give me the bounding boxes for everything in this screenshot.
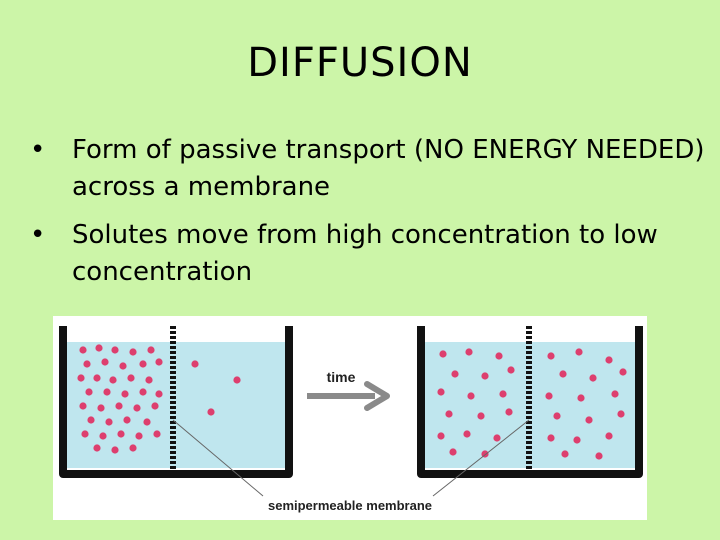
solute-particle (77, 374, 84, 381)
solute-particle (95, 344, 102, 351)
solute-particle (93, 374, 100, 381)
solute-particle (127, 374, 134, 381)
solute-particle (575, 348, 582, 355)
solute-particle (619, 368, 626, 375)
solute-particle (437, 432, 444, 439)
solute-particle (101, 358, 108, 365)
diffusion-diagram: time semipermeable membrane (53, 316, 647, 520)
bullet-item: • Form of passive transport (NO ENERGY N… (30, 132, 710, 206)
solute-particle (129, 348, 136, 355)
solute-particle (155, 358, 162, 365)
solute-particle (79, 402, 86, 409)
solute-particle (505, 408, 512, 415)
solute-particle (151, 402, 158, 409)
bullet-marker: • (30, 217, 45, 254)
solute-particle (133, 404, 140, 411)
solute-particle (439, 350, 446, 357)
solute-particle (81, 430, 88, 437)
solute-particle (561, 450, 568, 457)
bullet-item: • Solutes move from high concentration t… (30, 217, 710, 291)
solute-particle (143, 418, 150, 425)
solute-particle (481, 372, 488, 379)
solute-particle (139, 388, 146, 395)
solute-particle (129, 444, 136, 451)
time-arrow: time (307, 369, 387, 408)
diffusion-diagram-svg: time semipermeable membrane (53, 316, 647, 520)
solute-particle (117, 430, 124, 437)
solute-particle (191, 360, 198, 367)
solute-particle (553, 412, 560, 419)
solute-particle (115, 402, 122, 409)
solute-particle (109, 376, 116, 383)
solute-particle (559, 370, 566, 377)
solute-particle (145, 376, 152, 383)
water-after (425, 342, 637, 468)
solute-particle (233, 376, 240, 383)
solute-particle (153, 430, 160, 437)
solute-particle (87, 416, 94, 423)
solute-particle (135, 432, 142, 439)
solute-particle (611, 390, 618, 397)
solute-particle (507, 366, 514, 373)
solute-particle (111, 446, 118, 453)
solute-particle (585, 416, 592, 423)
solute-particle (545, 392, 552, 399)
bullet-text: Solutes move from high concentration to … (72, 220, 658, 287)
solute-particle (499, 390, 506, 397)
solute-particle (463, 430, 470, 437)
solute-particle (123, 416, 130, 423)
beaker-after (421, 326, 639, 474)
solute-particle (83, 360, 90, 367)
solute-particle (105, 418, 112, 425)
solute-particle (111, 346, 118, 353)
solute-particle (547, 434, 554, 441)
solute-particle (605, 356, 612, 363)
solute-particle (93, 444, 100, 451)
membrane-label: semipermeable membrane (268, 498, 432, 513)
solute-particle (595, 452, 602, 459)
solute-particle (147, 346, 154, 353)
solute-particle (477, 412, 484, 419)
solute-particle (589, 374, 596, 381)
solute-particle (547, 352, 554, 359)
solute-particle (605, 432, 612, 439)
bullet-list: • Form of passive transport (NO ENERGY N… (30, 132, 710, 302)
time-label: time (327, 369, 356, 385)
solute-particle (493, 434, 500, 441)
bullet-marker: • (30, 132, 45, 169)
solute-particle (99, 432, 106, 439)
solute-particle (449, 448, 456, 455)
beaker-before (63, 326, 289, 474)
solute-particle (437, 388, 444, 395)
solute-particle (97, 404, 104, 411)
slide-title: DIFFUSION (0, 40, 720, 86)
solute-particle (119, 362, 126, 369)
solute-particle (577, 394, 584, 401)
solute-particle (445, 410, 452, 417)
solute-particle (139, 360, 146, 367)
solute-particle (103, 388, 110, 395)
solute-particle (495, 352, 502, 359)
solute-particle (467, 392, 474, 399)
solute-particle (573, 436, 580, 443)
solute-particle (207, 408, 214, 415)
solute-particle (155, 390, 162, 397)
bullet-text: Form of passive transport (NO ENERGY NEE… (72, 135, 705, 202)
solute-particle (79, 346, 86, 353)
solute-particle (465, 348, 472, 355)
solute-particle (617, 410, 624, 417)
solute-particle (451, 370, 458, 377)
solute-particle (85, 388, 92, 395)
solute-particle (121, 390, 128, 397)
